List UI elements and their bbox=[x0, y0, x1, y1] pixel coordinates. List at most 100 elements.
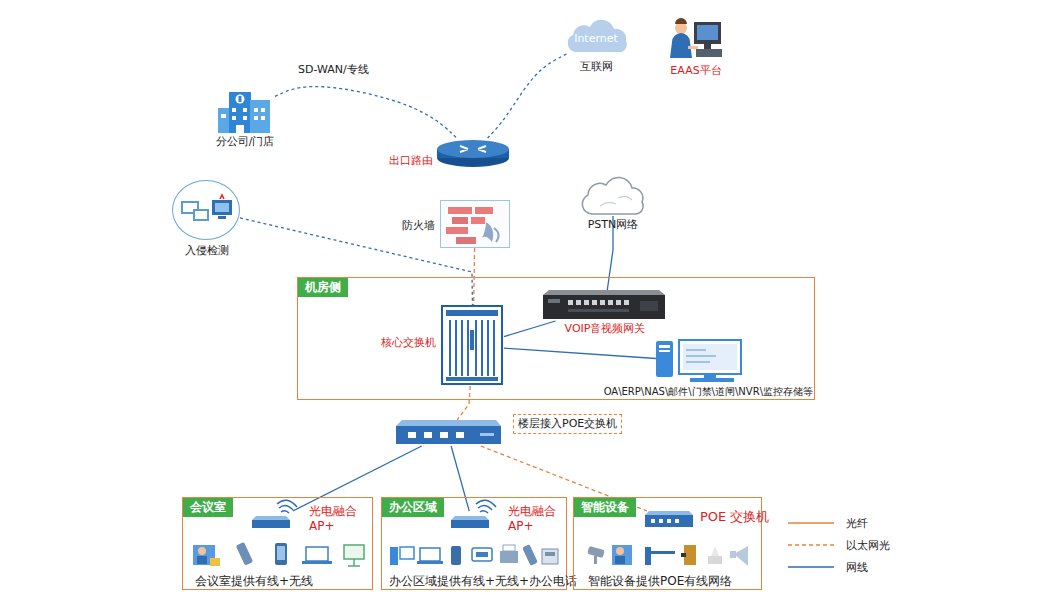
network-link bbox=[275, 87, 457, 138]
node-label: Internet bbox=[563, 32, 629, 46]
node-label: 楼层接入POE交换机 bbox=[513, 414, 622, 434]
legend-label: 网线 bbox=[846, 560, 868, 575]
terminal-icons bbox=[193, 542, 364, 566]
terminal-icons-part bbox=[198, 547, 206, 555]
eaas-platform: EAAS平台 bbox=[668, 18, 723, 60]
network-link bbox=[240, 218, 472, 306]
poe-switch-icon-part bbox=[645, 515, 693, 527]
building-icon-part bbox=[243, 116, 247, 120]
building-icon-part bbox=[221, 114, 226, 118]
poe-switch-icon-part bbox=[396, 426, 501, 444]
core-switch-icon-part bbox=[470, 330, 474, 350]
gateway-icon bbox=[543, 290, 665, 319]
node-label: POE 交换机 bbox=[700, 509, 769, 525]
node-label: OA\ERP\NAS\邮件\门禁\道闸\NVR\监控存储等 bbox=[556, 386, 813, 399]
terminal-icons-part bbox=[277, 546, 285, 560]
poe-switch-icon-part bbox=[480, 433, 494, 436]
server-pc-icon-part bbox=[679, 340, 741, 374]
poe-switch-icon-part bbox=[396, 420, 501, 426]
building-icon-part bbox=[250, 100, 270, 133]
terminal-icons-part bbox=[522, 544, 538, 566]
operator-icon-part bbox=[697, 25, 718, 40]
access-point: 光电融合 AP+ bbox=[253, 511, 293, 531]
building-icon-part bbox=[218, 108, 230, 133]
group-tag: 智能设备 bbox=[574, 498, 636, 517]
terminal-icons-part bbox=[681, 553, 686, 557]
poe-switch-icon bbox=[645, 511, 693, 527]
gateway-icon-part bbox=[600, 300, 605, 305]
operator-icon bbox=[670, 18, 722, 58]
terminal-icons-part bbox=[400, 547, 414, 559]
server-pc-icon-part bbox=[659, 350, 670, 352]
legend-swatch bbox=[788, 562, 834, 572]
network-link bbox=[504, 348, 656, 358]
node-label: 互联网 bbox=[563, 60, 629, 74]
gateway-icon-part bbox=[543, 290, 665, 295]
building-icon-part bbox=[236, 125, 244, 133]
core-switch-icon-part bbox=[446, 377, 498, 381]
terminal-icons-part bbox=[417, 561, 443, 564]
legend-line bbox=[788, 522, 834, 524]
ids-icon bbox=[182, 195, 232, 220]
router-icon-part bbox=[460, 146, 486, 152]
terminal-icons-part bbox=[594, 556, 597, 564]
operator-icon-part bbox=[704, 44, 711, 49]
legend-row: 光纤 bbox=[788, 512, 890, 534]
terminal-icons-part bbox=[708, 556, 722, 564]
intrusion-detection: 入侵检测 bbox=[172, 180, 240, 240]
gateway-icon-part bbox=[592, 300, 597, 305]
operator-icon-part bbox=[694, 22, 721, 44]
business-servers: OA\ERP\NAS\邮件\门禁\道闸\NVR\监控存储等 bbox=[656, 339, 744, 384]
core-switch: 核心交换机 bbox=[442, 306, 504, 386]
server-pc-icon bbox=[656, 340, 741, 382]
server-pc-icon-part bbox=[686, 350, 716, 362]
router-icon-part bbox=[437, 140, 509, 158]
terminal-icons-part bbox=[615, 556, 625, 564]
node-label: PSTN网络 bbox=[570, 218, 656, 232]
node-label: 智能设备提供POE有线网络 bbox=[588, 574, 732, 589]
ap-icon-part bbox=[277, 500, 297, 513]
node-label: 防火墙 bbox=[391, 219, 435, 233]
pstn-cloud-icon-part bbox=[600, 196, 632, 206]
building-icon bbox=[218, 92, 270, 133]
ids-icon-part bbox=[218, 216, 226, 219]
server-pc-icon-part bbox=[704, 374, 716, 378]
ids-icon-part bbox=[194, 210, 208, 220]
ids-icon-part bbox=[215, 203, 229, 212]
operator-icon-part bbox=[675, 18, 687, 24]
gateway-icon-part bbox=[568, 300, 573, 305]
gateway-icon-part bbox=[624, 300, 629, 305]
terminal-icons bbox=[390, 544, 558, 566]
pstn-cloud: PSTN网络 bbox=[580, 178, 646, 216]
poe-switch-icon-part bbox=[675, 519, 679, 523]
legend-line bbox=[788, 566, 834, 568]
server-pc-icon-part bbox=[659, 345, 670, 348]
terminal-icons-part bbox=[711, 546, 719, 556]
network-link bbox=[488, 54, 567, 138]
poe-switch-icon-part bbox=[408, 432, 416, 438]
legend-line bbox=[788, 544, 834, 546]
terminal-icons-part bbox=[730, 551, 736, 558]
terminal-icons-part bbox=[302, 561, 332, 564]
operator-icon-part bbox=[688, 46, 698, 49]
terminal-icons-part bbox=[545, 552, 555, 556]
terminal-icons-part bbox=[476, 552, 488, 557]
building-icon-part bbox=[229, 92, 251, 133]
terminal-icons-part bbox=[472, 548, 492, 561]
terminal-icons-part bbox=[236, 542, 253, 566]
node-label: 光电融合 AP+ bbox=[309, 504, 363, 534]
ap-icon-part bbox=[252, 516, 290, 520]
firewall: 防火墙 bbox=[440, 200, 510, 248]
network-link bbox=[451, 446, 469, 511]
building-icon-part bbox=[232, 108, 236, 112]
ap-icon bbox=[252, 500, 297, 528]
gateway-icon-part bbox=[576, 300, 581, 305]
terminal-icons-part bbox=[734, 546, 748, 566]
ap-icon-part bbox=[252, 520, 290, 528]
node-label: 分公司/门店 bbox=[195, 135, 295, 149]
legend-swatch bbox=[788, 540, 834, 550]
building-icon-part bbox=[243, 108, 247, 112]
operator-icon-part bbox=[670, 33, 692, 58]
meeting-room-group: 会议室会议室提供有线+无线光电融合 AP+ bbox=[182, 497, 373, 590]
